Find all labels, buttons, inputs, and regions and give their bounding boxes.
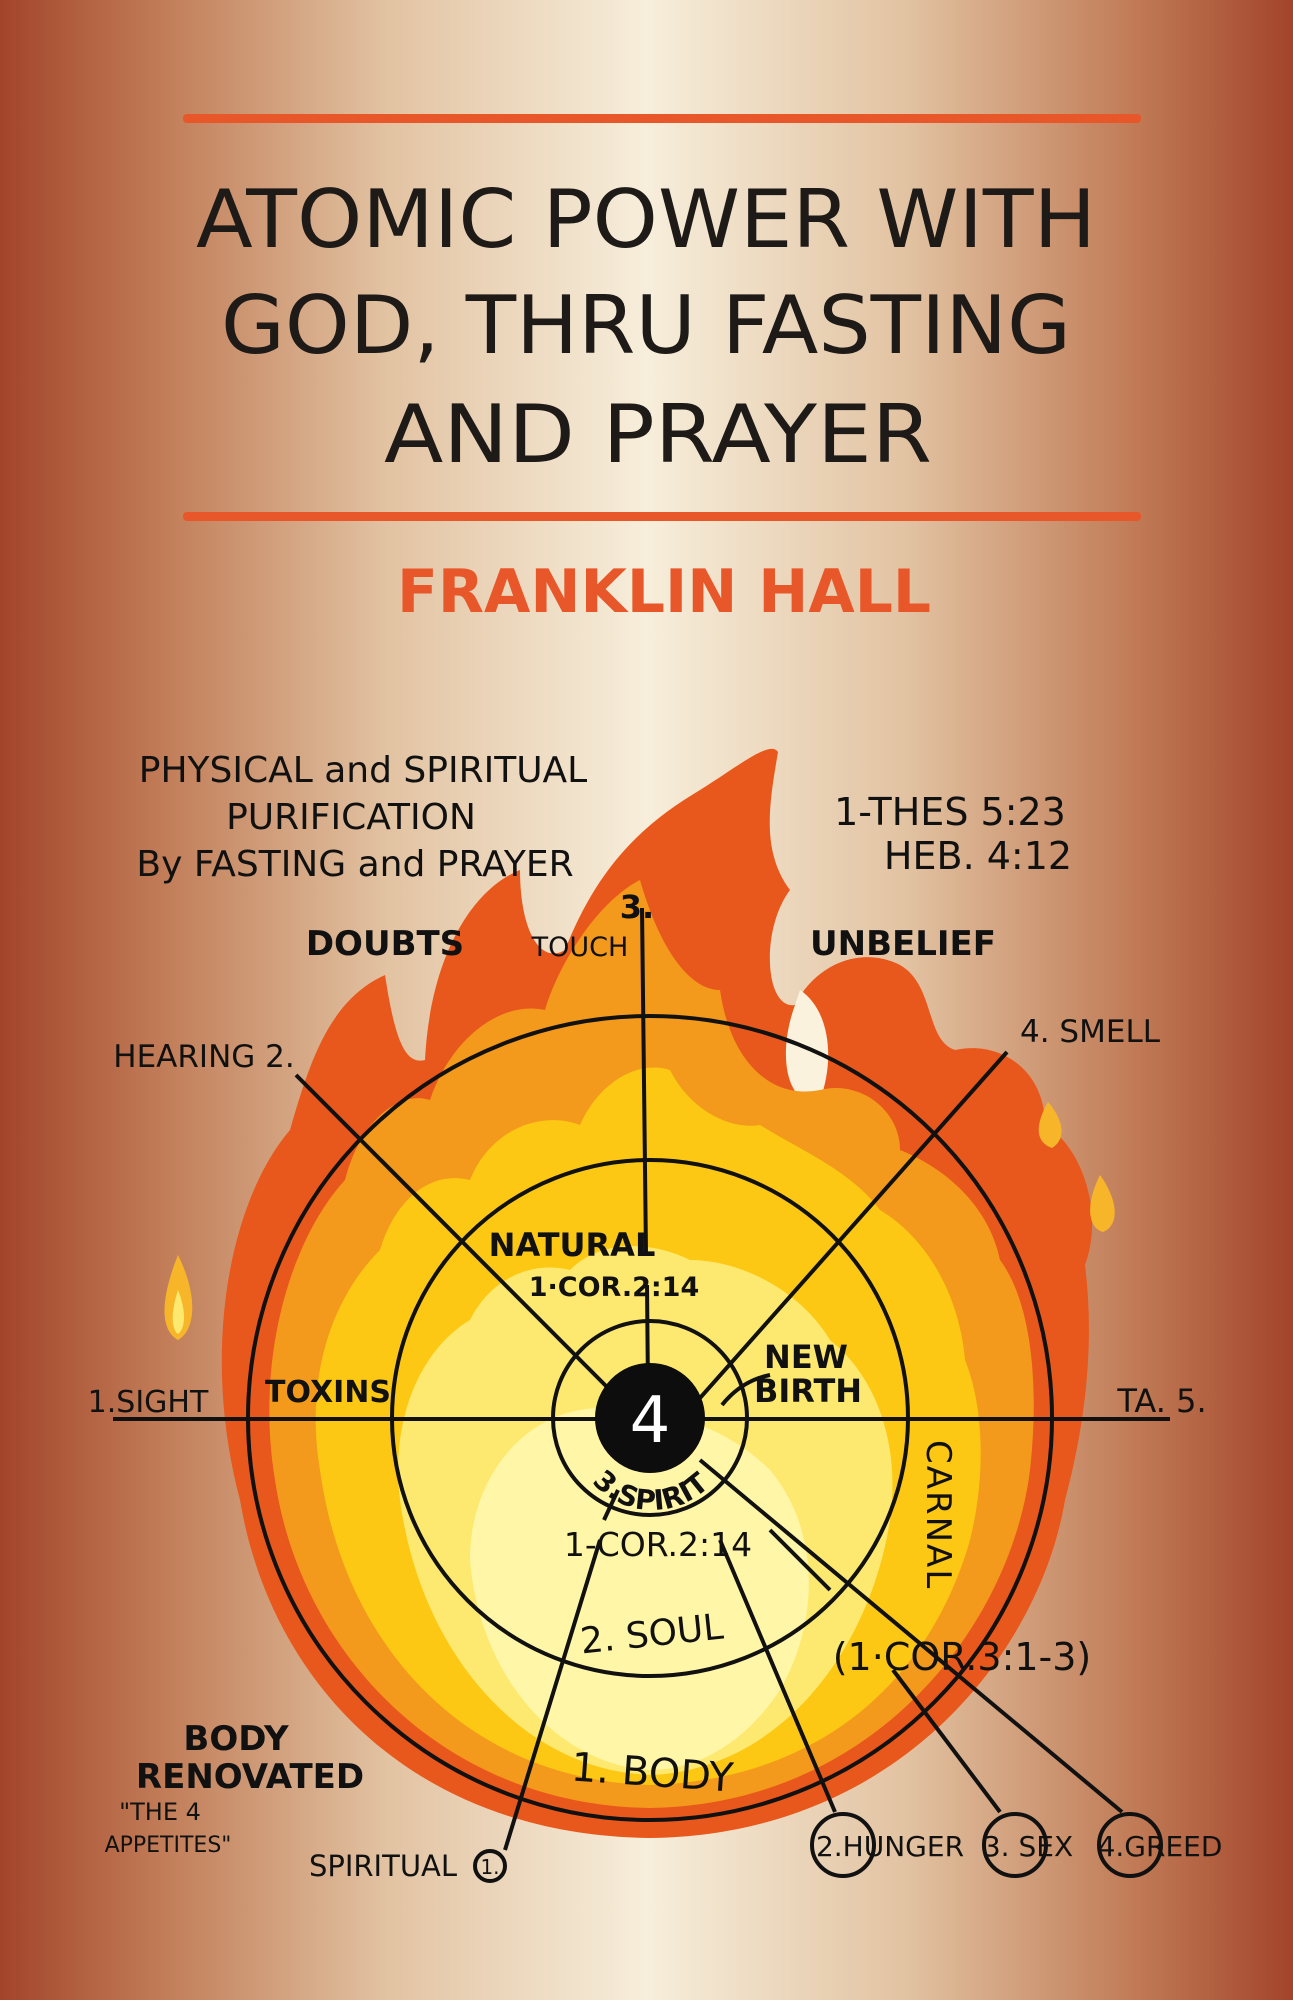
label-sight: 1.SIGHT [88,1385,209,1420]
author-name: FRANKLIN HALL [397,557,931,627]
bottom-rule [183,512,1141,521]
label-touch: TOUCH [531,932,629,963]
label-new: NEW [764,1338,848,1376]
label-birth: BIRTH [754,1372,862,1410]
label-hearing: HEARING 2. [113,1039,294,1075]
label-three: 3. [620,888,654,926]
label-carnal: CARNAL [918,1440,958,1590]
appetites-note-1: "THE 4 [119,1798,201,1826]
label-hunger: 2.HUNGER [816,1830,964,1863]
small-flame-right-2 [1090,1175,1115,1232]
label-body: 1. BODY [570,1744,736,1801]
top-rule [183,114,1141,123]
body-renovated-1: BODY [183,1719,289,1759]
label-natural-ref: 1·COR.2:14 [529,1272,700,1303]
caption-line-1: PHYSICAL and SPIRITUAL [139,750,588,791]
title-line-2: GOD, THRU FASTING [221,279,1071,372]
appetites-note-2: APPETITES" [105,1833,232,1858]
title-line-1: ATOMIC POWER WITH [196,173,1096,266]
center-number: 4 [630,1384,671,1458]
label-natural: NATURAL [489,1226,656,1264]
label-carnal-ref: (1·COR.3:1-3) [833,1635,1092,1679]
label-sex: 3. SEX [983,1830,1073,1863]
caption-line-2: PURIFICATION [226,797,476,838]
label-doubts: DOUBTS [306,924,464,964]
diagram-labels: PHYSICAL and SPIRITUAL PURIFICATION By F… [88,750,1223,1883]
reference-1: 1-THES 5:23 [834,790,1066,834]
caption-line-3: By FASTING and PRAYER [136,844,573,885]
label-toxins: TOXINS [265,1375,391,1410]
center-badge [595,1363,705,1473]
body-renovated-2: RENOVATED [136,1757,364,1797]
label-greed: 4.GREED [1098,1830,1223,1863]
small-flame-right-1 [1038,1102,1062,1148]
label-spiritual: SPIRITUAL [309,1849,457,1883]
title-line-3: AND PRAYER [384,388,932,481]
label-smell: 4. SMELL [1020,1014,1161,1050]
label-unbelief: UNBELIEF [810,924,996,964]
label-taste: TA. 5. [1116,1382,1206,1420]
label-spirit-ref: 1-COR.2:14 [564,1525,752,1564]
reference-2: HEB. 4:12 [884,834,1072,878]
diagram-lines: 4 [113,907,1170,1883]
label-spiritual-num: 1. [480,1855,499,1879]
